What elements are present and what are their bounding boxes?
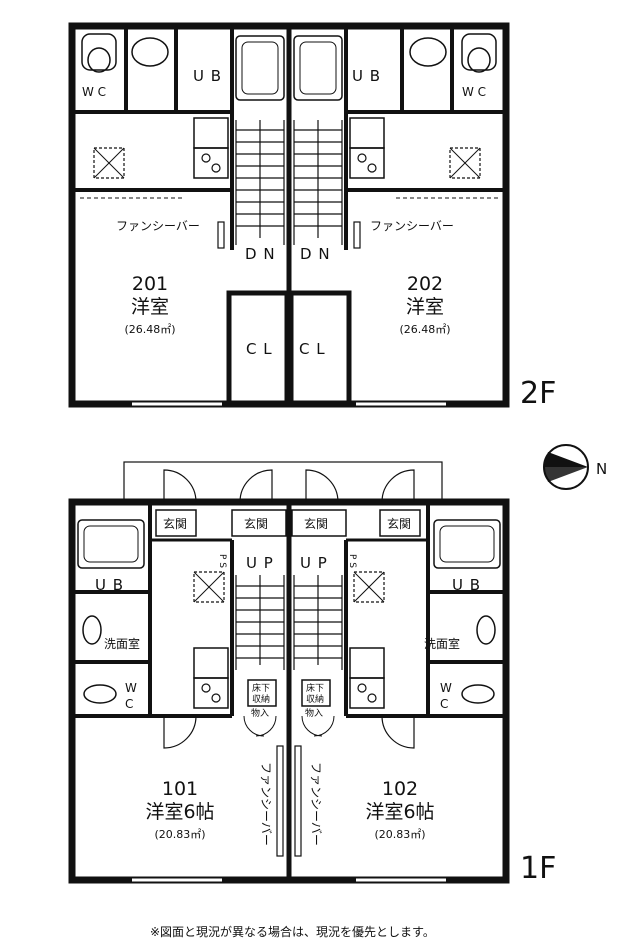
unit-202-area: (26.48㎡) — [399, 323, 450, 336]
unit-102-area: (20.83㎡) — [374, 828, 425, 841]
storage-label-right: 物入 — [305, 707, 323, 719]
underfloor-label-left-1: 床下 — [252, 682, 270, 694]
unit-201-room: 洋室 — [131, 296, 169, 318]
unit-101-area: (20.83㎡) — [154, 828, 205, 841]
disclaimer-note: ※図面と現況が異なる場合は、現況を優先とします。 — [150, 924, 435, 939]
wc-c-label-right: C — [440, 697, 448, 711]
fancy-bar-label-1f-left: ファンシーバー — [259, 762, 273, 846]
ub-label-1f-right: U B — [452, 576, 481, 594]
unit-202-number: 202 — [407, 273, 443, 295]
genkan-label-1: 玄関 — [163, 516, 187, 531]
ps-label-left: P S — [217, 554, 227, 568]
floor-2-plan — [68, 22, 510, 408]
unit-201-number: 201 — [132, 273, 168, 295]
floor-2-label: 2F — [520, 376, 556, 411]
up-label-right: U P — [300, 554, 328, 572]
ps-label-right: P S — [347, 554, 357, 568]
unit-201-area: (26.48㎡) — [124, 323, 175, 336]
cl-label-left: C L — [246, 340, 273, 358]
unit-101-room: 洋室6帖 — [145, 801, 214, 823]
fancy-bar-label-2f-right: ファンシーバー — [370, 219, 454, 233]
underfloor-label-left-2: 収納 — [252, 693, 270, 705]
dn-label-left: D N — [245, 245, 276, 263]
fancy-bar-label-1f-right: ファンシーバー — [309, 762, 323, 846]
cl-label-right: C L — [299, 340, 326, 358]
wc-w-label-left: W — [125, 681, 137, 695]
floor-1-label: 1F — [520, 851, 556, 886]
unit-102-number: 102 — [382, 778, 418, 800]
unit-102-room: 洋室6帖 — [365, 801, 434, 823]
compass-north-label: N — [596, 460, 608, 478]
ub-label-1f-left: U B — [95, 576, 124, 594]
wc-label-2f-right: W C — [462, 85, 486, 99]
wc-w-label-right: W — [440, 681, 452, 695]
underfloor-label-right-1: 床下 — [306, 682, 324, 694]
genkan-label-4: 玄関 — [387, 516, 411, 531]
fancy-bar-label-2f-left: ファンシーバー — [116, 219, 200, 233]
genkan-label-2: 玄関 — [244, 516, 268, 531]
unit-101-number: 101 — [162, 778, 198, 800]
genkan-label-3: 玄関 — [304, 516, 328, 531]
senmen-label-left: 洗面室 — [104, 636, 140, 651]
storage-label-left: 物入 — [251, 707, 269, 719]
wc-label-2f-left: W C — [82, 85, 106, 99]
dn-label-right: D N — [300, 245, 331, 263]
ub-label-2f-right: U B — [352, 67, 381, 85]
senmen-label-right: 洗面室 — [424, 636, 460, 651]
floor-1-plan — [68, 461, 510, 884]
ub-label-2f-left: U B — [193, 67, 222, 85]
wc-c-label-left: C — [125, 697, 133, 711]
up-label-left: U P — [246, 554, 274, 572]
unit-202-room: 洋室 — [406, 296, 444, 318]
compass-icon — [543, 444, 589, 490]
underfloor-label-right-2: 収納 — [306, 693, 324, 705]
